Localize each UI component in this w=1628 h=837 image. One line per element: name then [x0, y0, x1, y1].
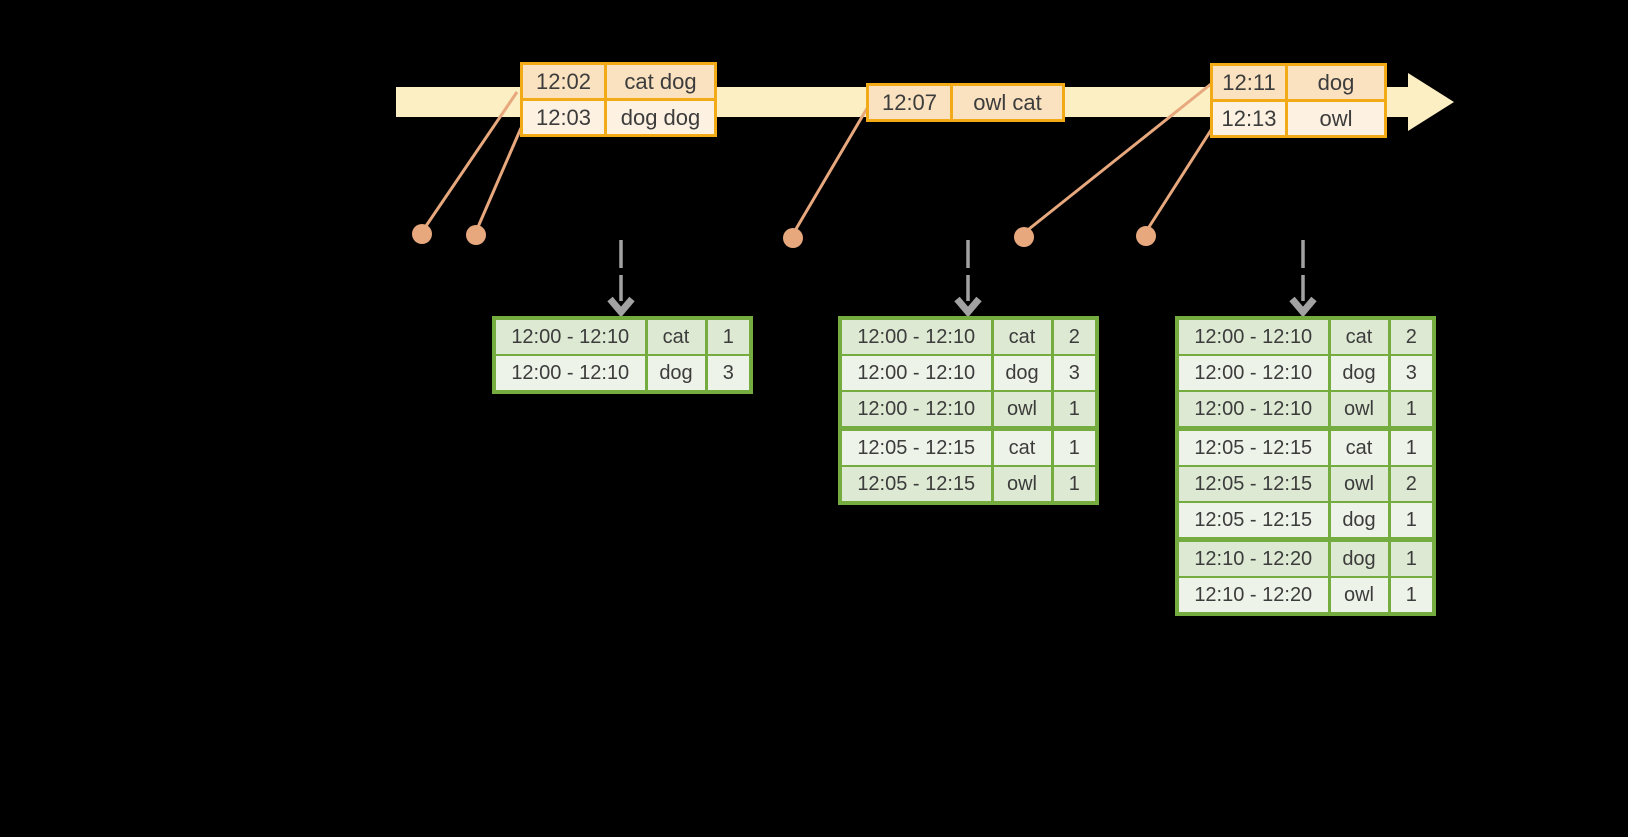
cell-window: 12:10 - 12:20 — [1175, 537, 1331, 578]
cell-window: 12:00 - 12:10 — [1175, 317, 1331, 356]
cell-words: cat dog — [604, 62, 717, 101]
cell-word: cat — [644, 317, 708, 356]
cell-count: 3 — [704, 354, 753, 393]
cell-window: 12:00 - 12:10 — [838, 317, 994, 356]
cell-word: dog — [1327, 501, 1391, 541]
arrowhead-chevron-icon — [607, 296, 635, 318]
cell-window: 12:05 - 12:15 — [838, 465, 994, 504]
cell-count: 3 — [1050, 354, 1099, 392]
event-dot — [1136, 226, 1156, 246]
timeline-arrowhead — [1408, 73, 1454, 131]
cell-time: 12:02 — [520, 62, 607, 101]
cell-word: dog — [1327, 537, 1391, 578]
trigger-arrow — [1289, 240, 1317, 318]
event-connector-line — [1028, 82, 1212, 231]
cell-count: 1 — [1387, 426, 1436, 467]
cell-window: 12:00 - 12:10 — [492, 317, 648, 356]
cell-word: owl — [990, 390, 1054, 430]
cell-window: 12:05 - 12:15 — [1175, 426, 1331, 467]
cell-word: dog — [990, 354, 1054, 392]
event-connector-line — [424, 91, 519, 227]
cell-time: 12:11 — [1210, 63, 1288, 102]
cell-window: 12:05 - 12:15 — [838, 426, 994, 467]
event-connector-line — [794, 104, 871, 230]
cell-word: owl — [1327, 465, 1391, 503]
trigger-arrow — [954, 240, 982, 318]
cell-window: 12:00 - 12:10 — [1175, 390, 1331, 430]
cell-words: owl — [1285, 99, 1387, 138]
cell-window: 12:00 - 12:10 — [838, 354, 994, 392]
cell-count: 1 — [704, 317, 753, 356]
cell-count: 1 — [1050, 465, 1099, 504]
cell-word: cat — [1327, 317, 1391, 356]
event-connector-line — [476, 127, 523, 228]
cell-time: 12:07 — [866, 83, 953, 122]
cell-word: owl — [1327, 390, 1391, 430]
cell-count: 3 — [1387, 354, 1436, 392]
cell-window: 12:05 - 12:15 — [1175, 465, 1331, 503]
cell-word: cat — [1327, 426, 1391, 467]
cell-count: 2 — [1050, 317, 1099, 356]
cell-count: 2 — [1387, 317, 1436, 356]
event-dot — [783, 228, 803, 248]
cell-window: 12:00 - 12:10 — [492, 354, 648, 393]
cell-word: owl — [1327, 576, 1391, 615]
cell-time: 12:03 — [520, 98, 607, 137]
cell-count: 1 — [1050, 390, 1099, 430]
arrowhead-chevron-icon — [1289, 296, 1317, 318]
cell-time: 12:13 — [1210, 99, 1288, 138]
cell-word: dog — [644, 354, 708, 393]
cell-window: 12:00 - 12:10 — [838, 390, 994, 430]
cell-window: 12:10 - 12:20 — [1175, 576, 1331, 615]
event-connector-line — [1147, 126, 1215, 228]
cell-count: 2 — [1387, 465, 1436, 503]
trigger-arrow — [607, 240, 635, 318]
cell-words: owl cat — [950, 83, 1065, 122]
cell-words: dog dog — [604, 98, 717, 137]
arrowhead-chevron-icon — [954, 296, 982, 318]
event-dot — [1014, 227, 1034, 247]
cell-word: owl — [990, 465, 1054, 504]
cell-count: 1 — [1387, 501, 1436, 541]
event-dot — [412, 224, 432, 244]
cell-count: 1 — [1387, 390, 1436, 430]
cell-window: 12:05 - 12:15 — [1175, 501, 1331, 541]
cell-count: 1 — [1387, 537, 1436, 578]
cell-word: cat — [990, 426, 1054, 467]
cell-count: 1 — [1387, 576, 1436, 615]
cell-words: dog — [1285, 63, 1387, 102]
cell-count: 1 — [1050, 426, 1099, 467]
cell-word: dog — [1327, 354, 1391, 392]
cell-window: 12:00 - 12:10 — [1175, 354, 1331, 392]
cell-word: cat — [990, 317, 1054, 356]
event-dot — [466, 225, 486, 245]
